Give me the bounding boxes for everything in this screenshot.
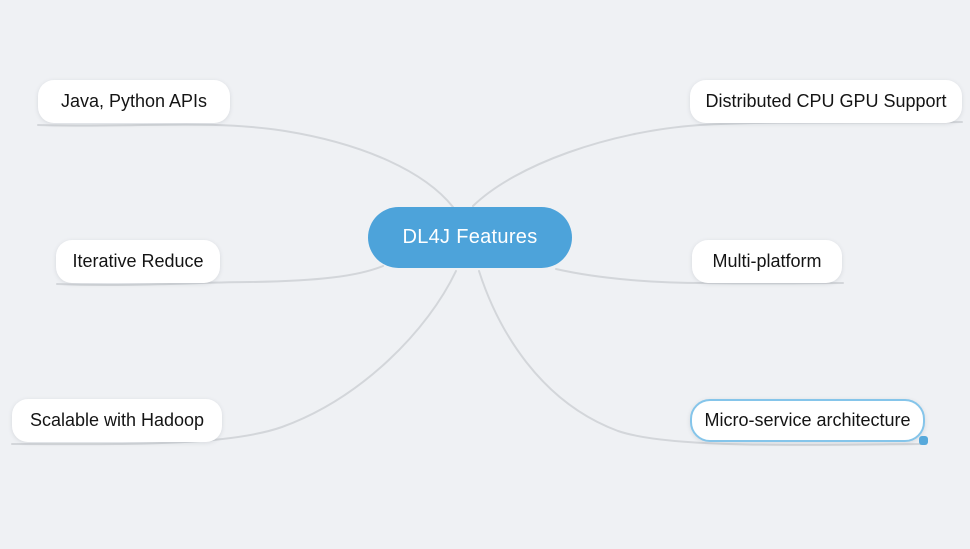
node-multi-platform[interactable]: Multi-platform: [692, 240, 842, 283]
node-label: Scalable with Hadoop: [29, 410, 205, 430]
node-label: Iterative Reduce: [72, 251, 204, 271]
branch-line-multi-platform: [555, 268, 844, 285]
root-node-label: DL4J Features: [402, 226, 538, 248]
node-scalable-with-hadoop[interactable]: Scalable with Hadoop: [12, 399, 222, 442]
root-node-dl4j-features[interactable]: DL4J Features: [368, 207, 572, 268]
branch-line-micro-service-architecture: [478, 270, 922, 446]
node-label: Distributed CPU GPU Support: [705, 91, 947, 111]
node-micro-service-architecture-selected[interactable]: Micro-service architecture: [690, 399, 928, 445]
node-iterative-reduce[interactable]: Iterative Reduce: [56, 240, 220, 283]
branch-line-scalable-with-hadoop: [11, 270, 457, 446]
node-label: Java, Python APIs: [60, 91, 208, 111]
node-label: Multi-platform: [712, 251, 822, 271]
branch-line-java-python-apis: [37, 123, 454, 208]
node-distributed-cpu-gpu-support[interactable]: Distributed CPU GPU Support: [690, 80, 962, 123]
node-java-python-apis[interactable]: Java, Python APIs: [38, 80, 230, 123]
selection-handle[interactable]: [919, 436, 928, 445]
node-label: Micro-service architecture: [704, 410, 911, 430]
branch-line-iterative-reduce: [56, 265, 384, 286]
branch-line-distributed-cpu-gpu-support: [472, 121, 963, 207]
